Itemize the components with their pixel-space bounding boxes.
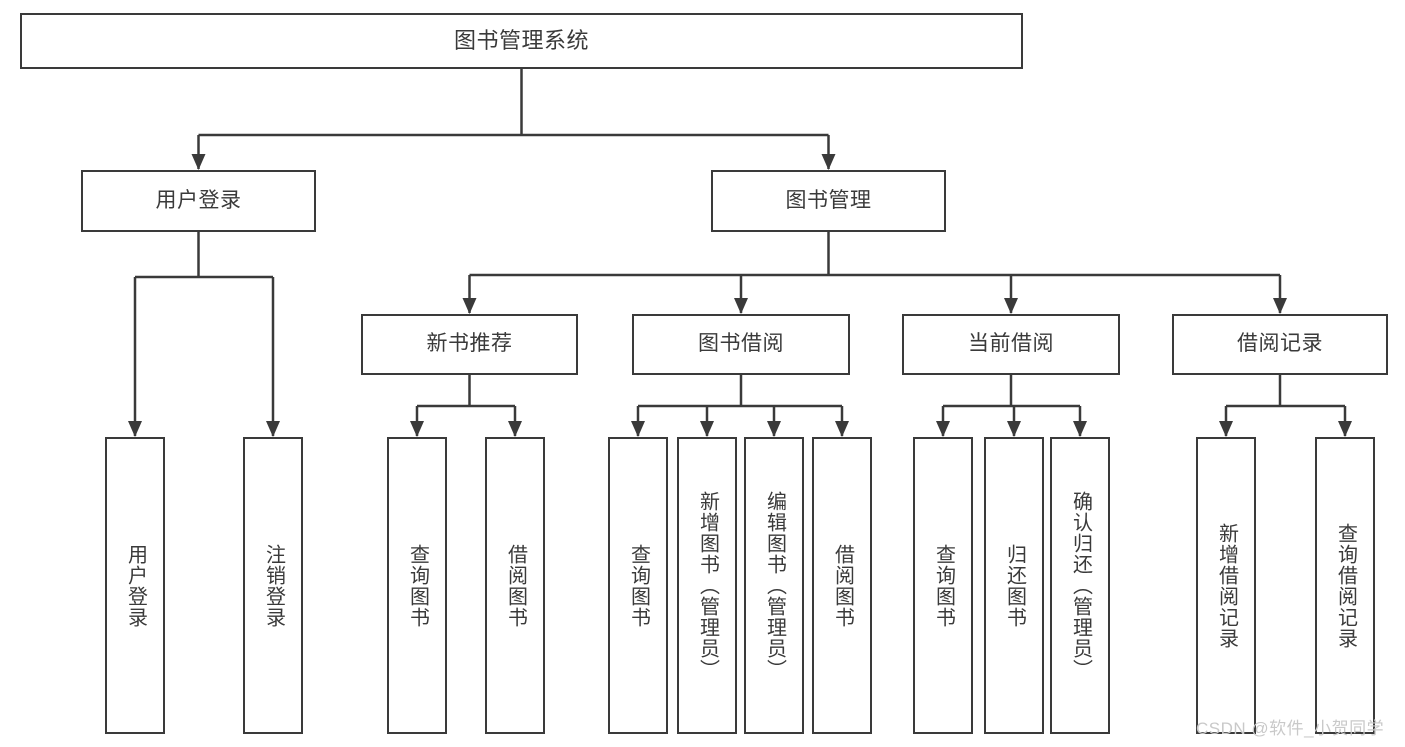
node-label: 新书推荐 — [426, 332, 513, 356]
node-label: 用户登录 — [124, 543, 147, 628]
node-label: 编辑图书（管理员） — [763, 491, 786, 680]
node-current[interactable]: 当前借阅 — [902, 314, 1120, 375]
node-label: 图书管理系统 — [453, 28, 589, 54]
node-label: 当前借阅 — [968, 332, 1054, 356]
node-leaf-borrow-1[interactable]: 查询图书 — [608, 437, 668, 734]
arrow-head — [1007, 421, 1021, 437]
node-leaf-borrow-4[interactable]: 借阅图书 — [812, 437, 872, 734]
arrow-head — [1004, 298, 1018, 314]
arrow-head — [821, 154, 836, 170]
arrow-head — [631, 421, 645, 437]
node-label: 注销登录 — [262, 543, 285, 628]
node-leaf-borrow-3[interactable]: 编辑图书（管理员） — [744, 437, 804, 734]
node-label: 查询借阅记录 — [1334, 522, 1357, 649]
node-label: 新增图书（管理员） — [696, 491, 719, 680]
node-label: 查询图书 — [627, 543, 650, 628]
arrow-head — [266, 421, 280, 437]
node-label: 查询图书 — [406, 543, 429, 628]
node-label: 借阅图书 — [504, 543, 527, 628]
node-leaf-borrow-2[interactable]: 新增图书（管理员） — [677, 437, 737, 734]
arrow-head — [462, 298, 477, 314]
node-label: 用户登录 — [155, 188, 242, 212]
arrow-head — [936, 421, 950, 437]
node-label: 新增借阅记录 — [1215, 522, 1238, 649]
node-leaf-rec-2[interactable]: 查询借阅记录 — [1315, 437, 1375, 734]
arrow-head — [835, 421, 849, 437]
node-label: 图书管理 — [785, 188, 872, 212]
node-leaf-rec-1[interactable]: 新增借阅记录 — [1196, 437, 1256, 734]
arrow-head — [767, 421, 781, 437]
node-label: 确认归还（管理员） — [1069, 491, 1092, 680]
arrow-head — [1273, 298, 1287, 314]
arrow-head — [191, 154, 206, 170]
node-leaf-cur-3[interactable]: 确认归还（管理员） — [1050, 437, 1110, 734]
node-newbook[interactable]: 新书推荐 — [361, 314, 578, 375]
node-borrow[interactable]: 图书借阅 — [632, 314, 850, 375]
arrow-head — [1338, 421, 1352, 437]
arrow-head — [128, 421, 142, 437]
node-label: 借阅记录 — [1237, 332, 1323, 356]
arrow-head — [734, 298, 748, 314]
node-leaf-login-2[interactable]: 注销登录 — [243, 437, 303, 734]
node-bookmgmt[interactable]: 图书管理 — [711, 170, 946, 232]
node-label: 借阅图书 — [831, 543, 854, 628]
arrow-head — [508, 421, 522, 437]
node-label: 图书借阅 — [698, 332, 784, 356]
arrow-head — [1073, 421, 1087, 437]
node-records[interactable]: 借阅记录 — [1172, 314, 1388, 375]
arrow-head — [410, 421, 424, 437]
node-label: 查询图书 — [932, 543, 955, 628]
node-login[interactable]: 用户登录 — [81, 170, 316, 232]
arrow-head — [1219, 421, 1233, 437]
node-leaf-new-1[interactable]: 查询图书 — [387, 437, 447, 734]
arrow-head — [700, 421, 714, 437]
node-leaf-new-2[interactable]: 借阅图书 — [485, 437, 545, 734]
node-label: 归还图书 — [1003, 543, 1026, 628]
node-root[interactable]: 图书管理系统 — [20, 13, 1023, 69]
node-leaf-cur-1[interactable]: 查询图书 — [913, 437, 973, 734]
node-leaf-cur-2[interactable]: 归还图书 — [984, 437, 1044, 734]
node-leaf-login-1[interactable]: 用户登录 — [105, 437, 165, 734]
